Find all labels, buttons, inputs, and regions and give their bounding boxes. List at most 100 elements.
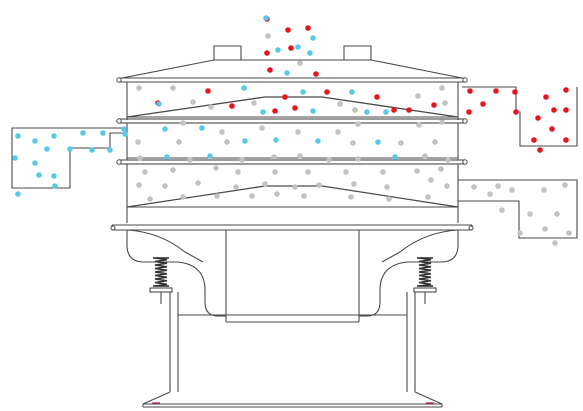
spring-dampers: [153, 257, 433, 287]
particle-red: [431, 102, 437, 108]
particle-gray: [224, 139, 230, 145]
particle-red: [205, 88, 211, 94]
particle-gray: [136, 85, 142, 91]
particle-blue: [349, 89, 355, 95]
particle-gray: [297, 153, 303, 159]
particle-blue: [263, 15, 269, 21]
particle-blue: [315, 138, 321, 144]
particle-red: [513, 109, 519, 115]
clamp-bolt: [462, 118, 468, 124]
particle-red: [313, 71, 319, 77]
particle-gray: [235, 169, 241, 175]
particle-blue: [383, 109, 389, 115]
particle-gray: [415, 93, 421, 99]
particle-blue: [375, 139, 381, 145]
clamp-bolt: [462, 77, 468, 83]
particle-gray: [142, 169, 148, 175]
particle-blue: [107, 147, 113, 153]
particle-gray: [137, 155, 143, 161]
spring-coil: [417, 257, 433, 287]
particle-red: [537, 147, 543, 153]
particle-red: [512, 89, 518, 95]
particle-blue: [122, 131, 128, 137]
particle-gray: [445, 157, 451, 163]
particle-red: [563, 137, 569, 143]
particle-red: [467, 88, 473, 94]
particle-blue: [162, 126, 168, 132]
particle-gray: [552, 240, 558, 246]
particle-gray: [262, 181, 268, 187]
particle-red: [563, 87, 569, 93]
particle-gray: [305, 169, 311, 175]
spring-coil: [153, 257, 169, 287]
particle-gray: [170, 85, 176, 91]
particle-gray: [509, 187, 515, 193]
particle-blue: [300, 89, 306, 95]
particle-gray: [542, 226, 548, 232]
particle-red: [493, 88, 499, 94]
particle-gray: [297, 60, 303, 66]
particle-gray: [352, 107, 358, 113]
particle-blue: [284, 70, 290, 76]
particle-gray: [233, 184, 239, 190]
particle-red: [391, 107, 397, 113]
particle-red: [543, 94, 549, 100]
particle-red: [535, 115, 541, 121]
particle-gray: [301, 193, 307, 199]
particle-gray: [471, 184, 477, 190]
particle-gray: [219, 129, 225, 135]
particle-gray: [239, 157, 245, 163]
particle-gray: [213, 165, 219, 171]
screen-layer-2-frame: [119, 123, 465, 165]
particle-blue: [36, 172, 42, 178]
particle-gray: [214, 193, 220, 199]
particle-gray: [176, 139, 182, 145]
particle-red: [288, 45, 294, 51]
particle-gray: [527, 211, 533, 217]
particles: [12, 15, 572, 246]
particle-gray: [355, 156, 361, 162]
top-inlet-left-chute: [213, 45, 242, 60]
particle-gray: [180, 194, 186, 200]
particle-blue: [164, 154, 170, 160]
particle-red: [292, 105, 298, 111]
particle-gray: [554, 211, 560, 217]
particle-blue: [364, 109, 370, 115]
particle-blue: [310, 108, 316, 114]
top-inlet-right-chute: [343, 45, 372, 60]
particle-blue: [242, 138, 248, 144]
particle-blue: [52, 183, 58, 189]
particle-blue: [199, 125, 205, 131]
particle-gray: [335, 129, 341, 135]
support-stand: [142, 292, 443, 408]
particle-blue: [32, 160, 38, 166]
particle-gray: [195, 180, 201, 186]
particle-red: [267, 67, 273, 73]
particle-gray: [348, 194, 354, 200]
screen-layer-3-frame: [126, 164, 459, 223]
particle-red: [549, 126, 555, 132]
particle-gray: [487, 191, 493, 197]
particle-gray: [350, 140, 356, 146]
particle-gray: [162, 183, 168, 189]
particle-gray: [562, 182, 568, 188]
particle-gray: [439, 119, 445, 125]
particle-gray: [432, 139, 438, 145]
particle-red: [563, 107, 569, 113]
particle-blue: [32, 138, 38, 144]
particle-blue: [307, 50, 313, 56]
particle-gray: [295, 129, 301, 135]
particle-blue: [89, 147, 95, 153]
particle-blue: [67, 146, 73, 152]
particle-gray: [439, 85, 445, 91]
clamp-bolt: [116, 118, 122, 124]
particle-gray: [386, 196, 392, 202]
middle-outlet-left: [11, 127, 127, 189]
particle-blue: [295, 44, 301, 50]
particle-blue: [207, 153, 213, 159]
particle-gray: [398, 140, 404, 146]
particle-gray: [274, 191, 280, 197]
particle-gray: [326, 157, 332, 163]
particle-blue: [51, 133, 57, 139]
particle-gray: [438, 166, 444, 172]
